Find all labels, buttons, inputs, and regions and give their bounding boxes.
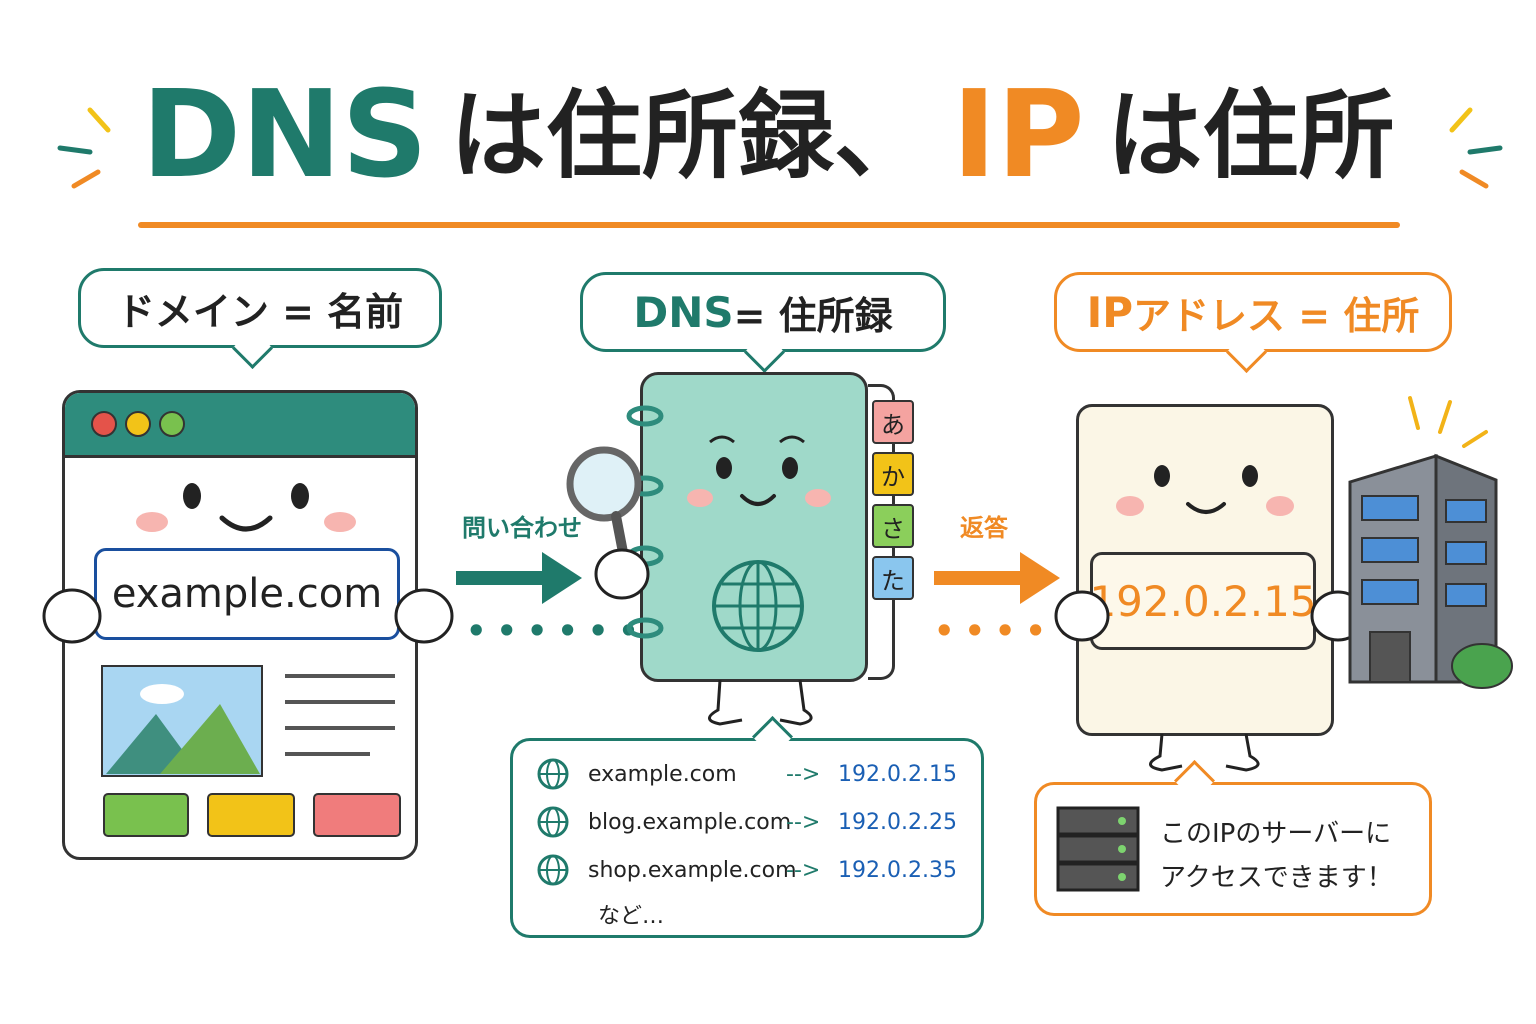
tab-sa: さ xyxy=(872,504,914,548)
row-ip: 192.0.2.35 xyxy=(838,858,957,883)
dns-row: blog.example.com --> 192.0.2.25 xyxy=(536,804,976,840)
server-note-text: このIPのサーバーに アクセスできます！ xyxy=(1160,812,1393,900)
row-globe-icon xyxy=(536,757,570,791)
answer-label: 返答 xyxy=(960,508,1008,543)
browser-titlebar xyxy=(65,393,415,458)
row-globe-icon xyxy=(536,805,570,839)
maximize-dot-icon xyxy=(159,411,185,437)
right-sparkle-icon xyxy=(1420,100,1510,200)
row-arrow: --> xyxy=(786,858,838,883)
row-arrow: --> xyxy=(786,762,838,787)
browser-content-icon xyxy=(100,664,410,844)
tab-a: あ xyxy=(872,400,914,444)
magnifier-icon xyxy=(560,440,660,610)
browser-face-icon xyxy=(130,470,360,550)
ip-card-hands-icon xyxy=(1050,586,1370,646)
row-domain: blog.example.com xyxy=(588,810,786,835)
answer-arrow-icon xyxy=(934,548,1064,608)
close-dot-icon xyxy=(91,411,117,437)
title-text-1: は住所録、 xyxy=(450,88,930,184)
dns-row: example.com --> 192.0.2.15 xyxy=(536,756,976,792)
dns-label-head: DNS xyxy=(633,288,733,337)
server-note-line1: このIPのサーバーに xyxy=(1160,812,1393,856)
title-dns: DNS xyxy=(141,76,427,196)
ip-card-face-icon xyxy=(1100,456,1310,536)
title-ip: IP xyxy=(952,76,1085,196)
row-ip: 192.0.2.15 xyxy=(838,762,957,787)
dns-label-tail: = 住所録 xyxy=(734,285,893,340)
row-arrow: --> xyxy=(786,810,838,835)
domain-label: ドメイン = 名前 xyxy=(117,281,403,336)
dns-table-etc: など… xyxy=(598,898,664,930)
browser-hands-icon xyxy=(38,580,458,650)
dns-row: shop.example.com --> 192.0.2.35 xyxy=(536,852,976,888)
ip-label-head: IP xyxy=(1087,288,1133,337)
notebook-face-icon xyxy=(680,420,850,660)
index-tabs: あ か さ た xyxy=(872,400,914,600)
row-ip: 192.0.2.25 xyxy=(838,810,957,835)
left-sparkle-icon xyxy=(50,100,140,200)
tab-ka: か xyxy=(872,452,914,496)
tab-ta: た xyxy=(872,556,914,600)
server-icon xyxy=(1054,804,1144,896)
ip-card-legs-icon xyxy=(1110,734,1300,774)
row-domain: example.com xyxy=(588,762,786,787)
page-title: DNS は住所録、 IP は住所 xyxy=(0,66,1536,206)
row-globe-icon xyxy=(536,853,570,887)
ip-label-tail: アドレス = 住所 xyxy=(1133,285,1419,340)
minimize-dot-icon xyxy=(125,411,151,437)
title-underline xyxy=(138,222,1400,228)
row-domain: shop.example.com xyxy=(588,858,786,883)
building-icon xyxy=(1340,392,1520,692)
title-text-2: は住所 xyxy=(1107,88,1395,184)
server-note-line2: アクセスできます！ xyxy=(1160,856,1393,900)
